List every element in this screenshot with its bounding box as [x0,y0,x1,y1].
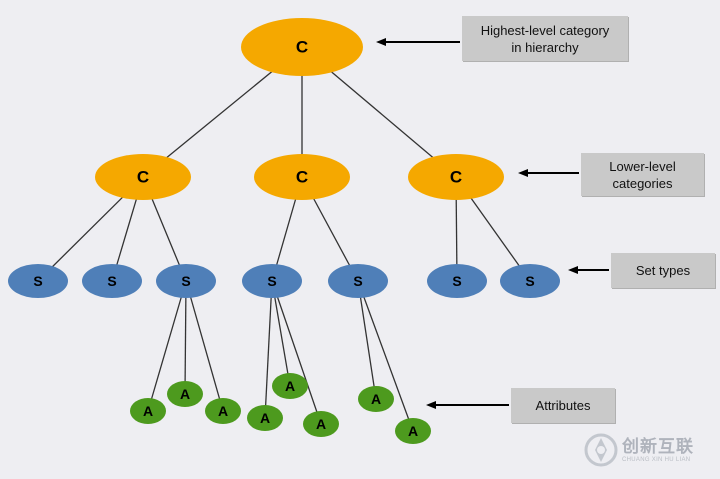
set-type-label: S [267,273,276,289]
watermark-subtext: CHUANG XIN HU LIAN [622,456,691,463]
edge-s-4-to-a-4 [271,280,291,387]
category-label: C [137,168,149,187]
set-type-label: S [353,273,362,289]
attribute-label: A [143,403,153,419]
category-ellipse [254,154,350,200]
attribute-ellipse [205,398,241,424]
edge-s-3-to-a-2 [184,280,187,395]
edge-s-3-to-a-1 [147,280,187,412]
callout-arrows [376,38,609,409]
set-type-ellipse [328,264,388,298]
attribute-label: A [218,403,228,419]
set-type-ellipse [242,264,302,298]
attribute-ellipse [303,411,339,437]
node-s-7: S [500,264,560,298]
attribute-ellipse [395,418,431,444]
arrow-set-types-head-icon [568,266,578,274]
edge-s-4-to-a-6 [271,280,322,425]
watermark-text: 创新互联 [622,436,694,456]
watermark: 创新互联 CHUANG XIN HU LIAN [584,430,716,470]
attribute-ellipse [167,381,203,407]
node-c-left: C [95,154,191,200]
edge-s-3-to-a-3 [185,280,224,412]
category-label: C [296,168,308,187]
set-type-ellipse [156,264,216,298]
attribute-label: A [180,386,190,402]
node-a-1: A [130,398,166,424]
attribute-label: A [285,378,295,394]
attribute-label: A [371,391,381,407]
node-c-mid: C [254,154,350,200]
node-a-8: A [395,418,431,444]
node-s-2: S [82,264,142,298]
node-a-6: A [303,411,339,437]
edge-s-4-to-a-5 [264,280,273,419]
callout-highest-level-line-2: in hierarchy [511,39,579,55]
callout-lower-level-line-1: Lower-level [609,158,676,174]
callout-lower-level-line-2: categories [612,175,673,191]
set-type-ellipse [8,264,68,298]
callout-set-types: Set types [611,253,715,288]
node-a-2: A [167,381,203,407]
arrow-attributes-head-icon [426,401,436,409]
callout-highest-level-category: Highest-level category in hierarchy [462,16,628,61]
category-ellipse [241,18,363,76]
edge-s-5-to-a-8 [357,280,414,432]
arrow-highest-level-head-icon [376,38,386,46]
node-a-5: A [247,405,283,431]
set-type-label: S [181,273,190,289]
tree-edges [37,46,531,432]
set-type-label: S [525,273,534,289]
callout-lower-level-categories: Lower-level categories [581,153,704,196]
set-type-label: S [33,273,42,289]
attribute-label: A [260,410,270,426]
attribute-label: A [316,416,326,432]
callout-set-types-line-1: Set types [635,263,691,278]
attribute-ellipse [130,398,166,424]
set-type-label: S [107,273,116,289]
attribute-ellipse [247,405,283,431]
node-a-7: A [358,386,394,412]
category-label: C [296,38,308,57]
set-type-ellipse [500,264,560,298]
node-c-right: C [408,154,504,200]
callout-attributes-line-1: Attributes [535,398,591,413]
set-type-ellipse [82,264,142,298]
attribute-ellipse [358,386,394,412]
node-c-root: C [241,18,363,76]
set-type-ellipse [427,264,487,298]
node-s-3: S [156,264,216,298]
node-a-4: A [272,373,308,399]
node-s-4: S [242,264,302,298]
node-a-3: A [205,398,241,424]
node-s-5: S [328,264,388,298]
category-label: C [450,168,462,187]
attribute-ellipse [272,373,308,399]
category-ellipse [95,154,191,200]
arrow-lower-level-head-icon [518,169,528,177]
node-s-1: S [8,264,68,298]
callout-highest-level-line-1: Highest-level category [480,22,610,38]
category-ellipse [408,154,504,200]
attribute-label: A [408,423,418,439]
callout-attributes: Attributes [511,388,615,423]
set-type-label: S [452,273,461,289]
node-s-6: S [427,264,487,298]
edge-s-5-to-a-7 [357,280,377,400]
watermark-logo-icon [584,433,618,467]
